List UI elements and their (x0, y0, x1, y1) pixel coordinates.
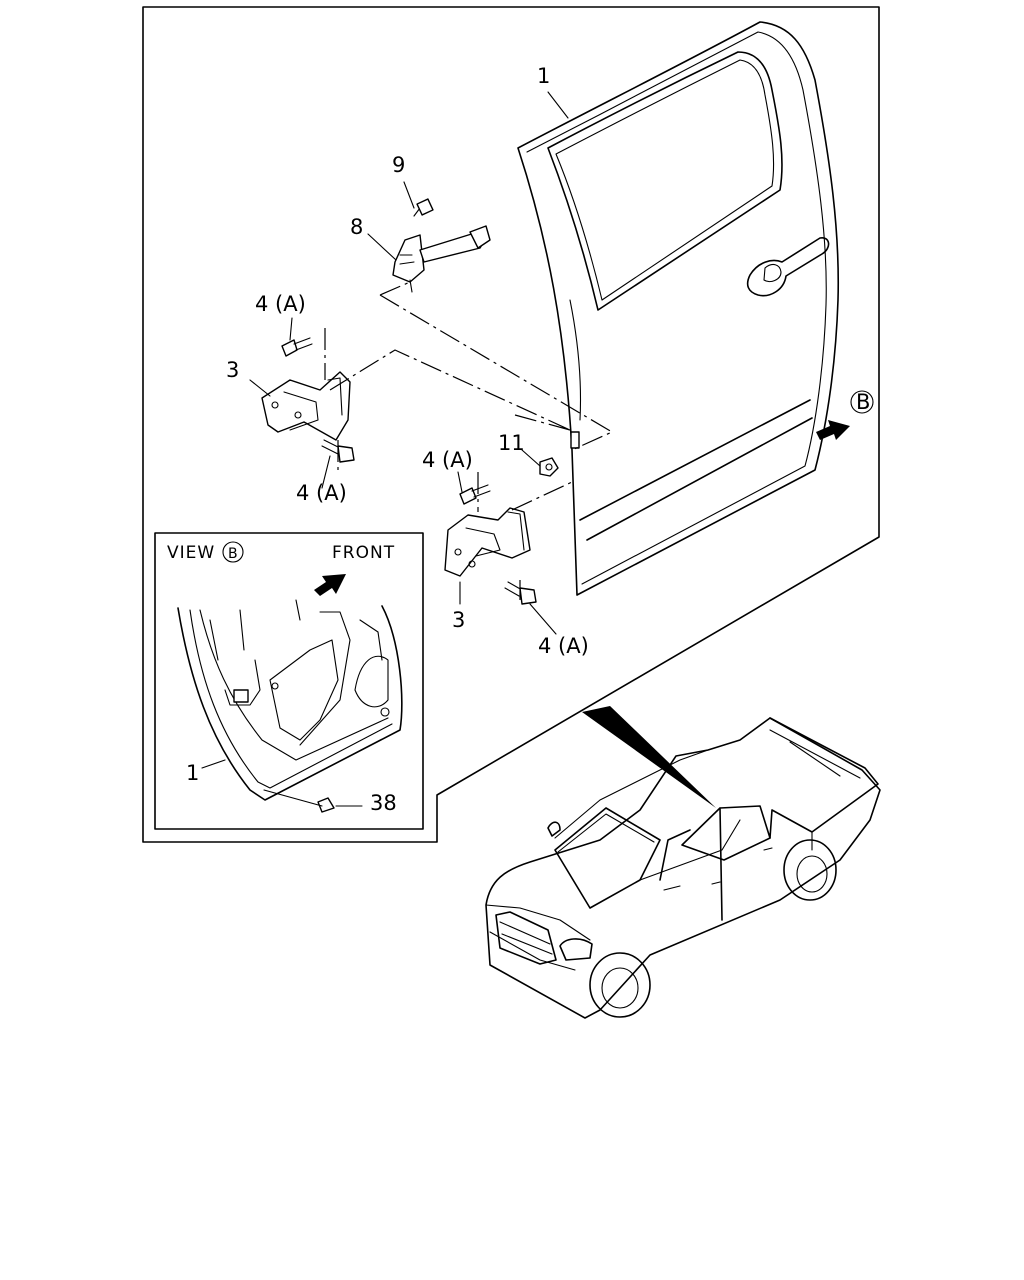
callout-lower-hinge: 3 (452, 608, 465, 632)
inset-callout-plug: 38 (370, 791, 397, 815)
diagram-frame (142, 6, 880, 843)
inset-callout-door: 1 (186, 761, 199, 785)
callout-bolt-upper-top: 4 (A) (255, 292, 306, 316)
view-b-arrow (816, 390, 874, 440)
leader-lines (249, 91, 569, 635)
rear-door (517, 21, 840, 596)
door-check (392, 225, 491, 293)
callout-view-letter: B (856, 390, 870, 414)
lower-hinge (444, 507, 531, 577)
alignment-lines (324, 281, 614, 600)
front-arrow (314, 574, 346, 596)
callout-door-check: 8 (350, 215, 363, 239)
bolt-lower-bottom (504, 581, 537, 605)
bolt-lower-top (459, 484, 491, 505)
screw-9 (413, 198, 434, 217)
view-b-inset: VIEW B FRONT 1 38 (154, 532, 424, 830)
bolt-upper-bottom (321, 439, 355, 463)
location-pointer (582, 706, 716, 808)
inset-front-label: FRONT (332, 543, 395, 563)
callout-screw: 9 (392, 153, 405, 177)
upper-hinge (261, 371, 351, 441)
pickup-truck (485, 717, 881, 1019)
bolt-upper-top (281, 337, 313, 357)
inset-view-letter: B (228, 546, 238, 562)
callout-nut: 11 (498, 431, 525, 455)
callout-upper-hinge: 3 (226, 358, 239, 382)
nut-11 (539, 457, 559, 477)
callout-bolt-lower-top: 4 (A) (422, 448, 473, 472)
inset-view-label: VIEW (167, 543, 215, 563)
inset-view-circle (222, 541, 244, 563)
callout-bolt-upper-bottom: 4 (A) (296, 481, 347, 505)
callout-bolt-lower-bottom: 4 (A) (538, 634, 589, 658)
callout-door: 1 (537, 64, 550, 88)
